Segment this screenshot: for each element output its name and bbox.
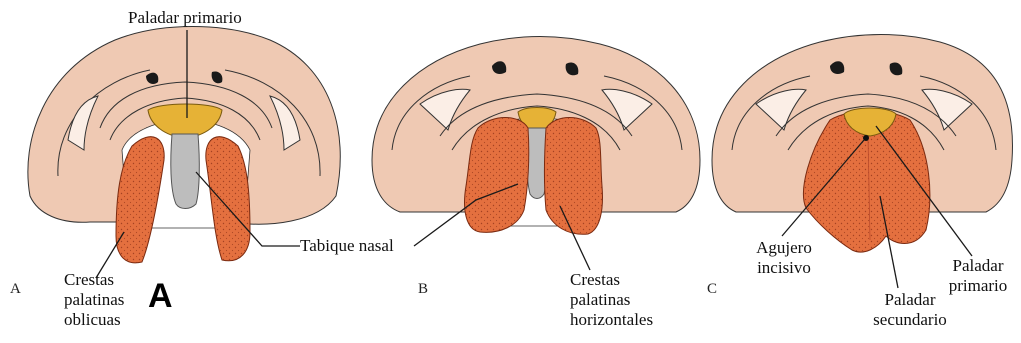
panel-letter-a-large: A bbox=[148, 278, 173, 314]
panel-a-drawing bbox=[28, 27, 340, 263]
label-line: primario bbox=[940, 276, 1016, 296]
label-paladar-primario-top: Paladar primario bbox=[128, 8, 242, 28]
label-agujero-incisivo: Agujero incisivo bbox=[744, 238, 824, 278]
label-line: palatinas bbox=[64, 290, 124, 310]
label-line: Paladar bbox=[940, 256, 1016, 276]
panel-letter-a: A bbox=[10, 280, 21, 298]
label-line: oblicuas bbox=[64, 310, 124, 330]
panel-b-drawing bbox=[372, 37, 700, 235]
label-paladar-secundario: Paladar secundario bbox=[862, 290, 958, 330]
label-line: horizontales bbox=[570, 310, 653, 330]
panel-a-nasal-septum bbox=[171, 134, 200, 209]
label-line: Crestas bbox=[570, 270, 653, 290]
label-line: secundario bbox=[862, 310, 958, 330]
label-crestas-horizontales: Crestas palatinas horizontales bbox=[570, 270, 653, 330]
label-tabique-nasal: Tabique nasal bbox=[300, 236, 394, 256]
label-line: Agujero bbox=[744, 238, 824, 258]
label-line: palatinas bbox=[570, 290, 653, 310]
label-paladar-primario-c: Paladar primario bbox=[940, 256, 1016, 296]
label-line: incisivo bbox=[744, 258, 824, 278]
panel-letter-b: B bbox=[418, 280, 428, 298]
panel-c-drawing bbox=[712, 35, 1012, 253]
label-line: Crestas bbox=[64, 270, 124, 290]
panel-letter-c: C bbox=[707, 280, 717, 298]
label-crestas-oblicuas: Crestas palatinas oblicuas bbox=[64, 270, 124, 330]
